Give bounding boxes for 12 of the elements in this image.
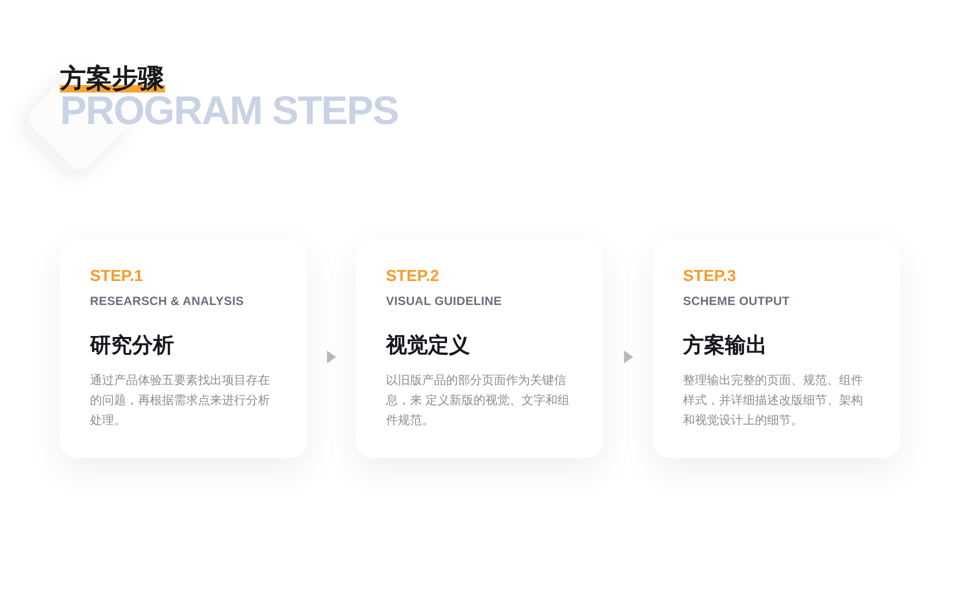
step-subtitle: SCHEME OUTPUT bbox=[683, 293, 790, 309]
step-subtitle: RESEARSCH & ANALYSIS bbox=[90, 293, 244, 309]
step-subtitle: VISUAL GUIDELINE bbox=[386, 293, 502, 309]
step-number: STEP.3 bbox=[683, 267, 736, 287]
step-heading: 视觉定义 bbox=[386, 332, 470, 359]
step-description: 以旧版产品的部分页面作为关键信息，来 定义新版的视觉、文字和组件规范。 bbox=[386, 372, 570, 429]
step-heading: 研究分析 bbox=[90, 332, 174, 359]
step-number: STEP.2 bbox=[386, 267, 440, 287]
step-description: 整理输出完整的页面、规范、组件样式，并详细描述改版细节、架构和视觉设计上的细节。 bbox=[683, 372, 864, 429]
step-description: 通过产品体验五要素找出项目存在的问题，再根据需求点来进行分析处理。 bbox=[90, 372, 271, 429]
step-heading: 方案输出 bbox=[683, 332, 767, 359]
step-number: STEP.1 bbox=[90, 267, 144, 287]
